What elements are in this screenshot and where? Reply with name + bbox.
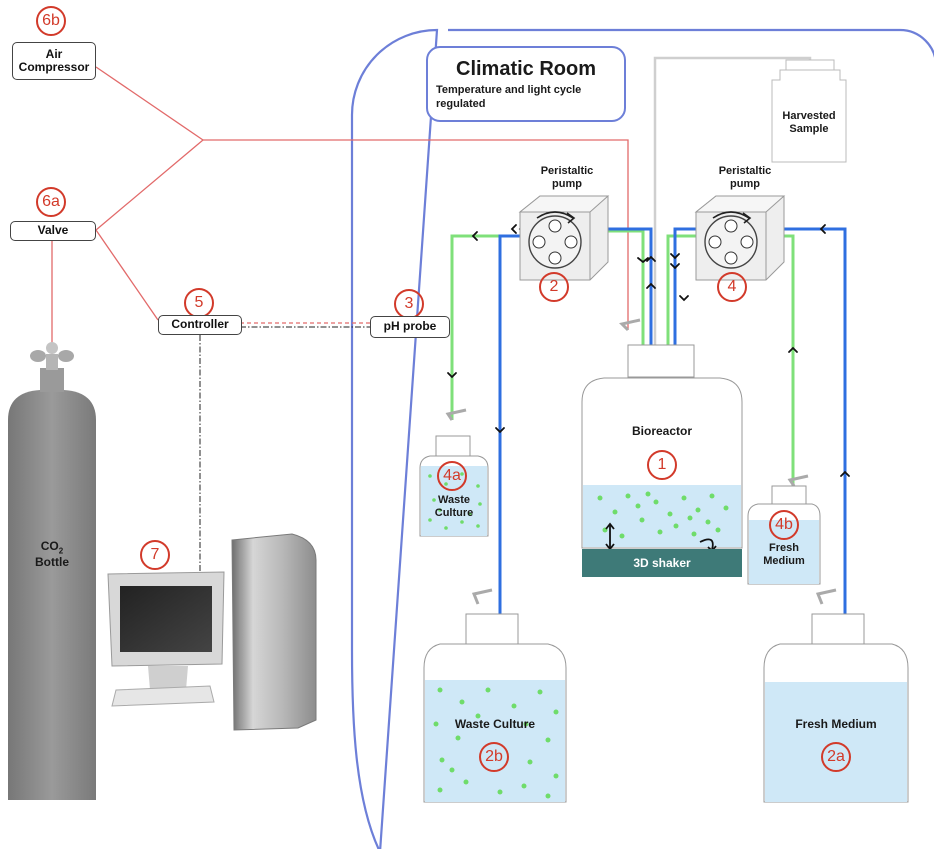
climatic-room-title: Climatic Room: [456, 58, 597, 80]
3d-shaker: 3D shaker: [582, 549, 742, 577]
waste-culture-large-bottle: [423, 588, 567, 803]
ph-probe-box: pH probe: [370, 316, 450, 338]
bioreactor-cells: [597, 491, 729, 539]
controller-box: Controller: [158, 315, 242, 335]
co2-cylinder: [8, 342, 96, 800]
co2-bottle-word: Bottle: [35, 554, 69, 569]
waste-large-label: Waste Culture: [454, 717, 536, 731]
harvested-line2: Sample: [789, 122, 829, 135]
valve-label: Valve: [37, 223, 69, 238]
peristaltic-pump-right: [694, 195, 786, 281]
harvested-sample-label: Harvested Sample: [774, 110, 844, 135]
fresh-small-label: Fresh Medium: [750, 542, 818, 567]
badge-7: 7: [140, 540, 170, 570]
pump-left-label: Peristaltic pump: [532, 165, 602, 190]
fresh-small-line1: Fresh: [769, 542, 799, 554]
pump-left-line1: Peristaltic: [540, 165, 594, 177]
badge-4a: 4a: [437, 461, 467, 491]
badge-4: 4: [717, 272, 747, 302]
pump-right-label: Peristaltic pump: [710, 165, 780, 190]
air-compressor-line2: Compressor: [18, 60, 90, 74]
waste-small-line2: Culture: [434, 506, 474, 519]
air-compressor-box: Air Compressor: [12, 42, 96, 80]
fresh-small-line2: Medium: [763, 554, 805, 567]
valve-box: Valve: [10, 221, 96, 241]
climatic-room-title-box: Climatic Room Temperature and light cycl…: [426, 46, 626, 122]
pump-right-line2: pump: [730, 177, 760, 190]
badge-2: 2: [539, 272, 569, 302]
badge-2b: 2b: [479, 742, 509, 772]
badge-2a: 2a: [821, 742, 851, 772]
flow-arrows: [447, 224, 850, 477]
bioreactor-label: Bioreactor: [631, 424, 693, 438]
ph-probe-label: pH probe: [383, 319, 437, 334]
fresh-large-label: Fresh Medium: [795, 717, 877, 731]
climatic-room-subtitle-2: regulated: [436, 98, 486, 110]
climatic-room-outline: [350, 28, 934, 849]
co2-text: CO: [40, 539, 59, 553]
badge-6b: 6b: [36, 6, 66, 36]
pump-left-line2: pump: [552, 177, 582, 190]
shaker-label: 3D shaker: [633, 556, 691, 570]
badge-5: 5: [184, 288, 214, 318]
harvested-sample-bottle: [771, 59, 847, 163]
harvested-line1: Harvested: [782, 110, 836, 122]
badge-6a: 6a: [36, 187, 66, 217]
blue-tubes: [498, 227, 847, 614]
air-compressor-line1: Air: [45, 46, 63, 61]
co2-bottle-label: CO2 Bottle: [22, 539, 82, 569]
badge-3: 3: [394, 289, 424, 319]
waste-small-line1: Waste: [438, 494, 470, 506]
computer-illustration: [107, 533, 317, 731]
pump-right-line1: Peristaltic: [718, 165, 772, 177]
signal-lines: [199, 326, 372, 574]
peristaltic-pump-left: [518, 195, 610, 281]
climatic-room-subtitle-1: Temperature and light cycle: [436, 84, 582, 96]
controller-label: Controller: [171, 317, 229, 332]
waste-small-label: Waste Culture: [422, 494, 486, 519]
badge-1: 1: [647, 450, 677, 480]
badge-4b: 4b: [769, 510, 799, 540]
co2-subscript: 2: [58, 546, 64, 556]
